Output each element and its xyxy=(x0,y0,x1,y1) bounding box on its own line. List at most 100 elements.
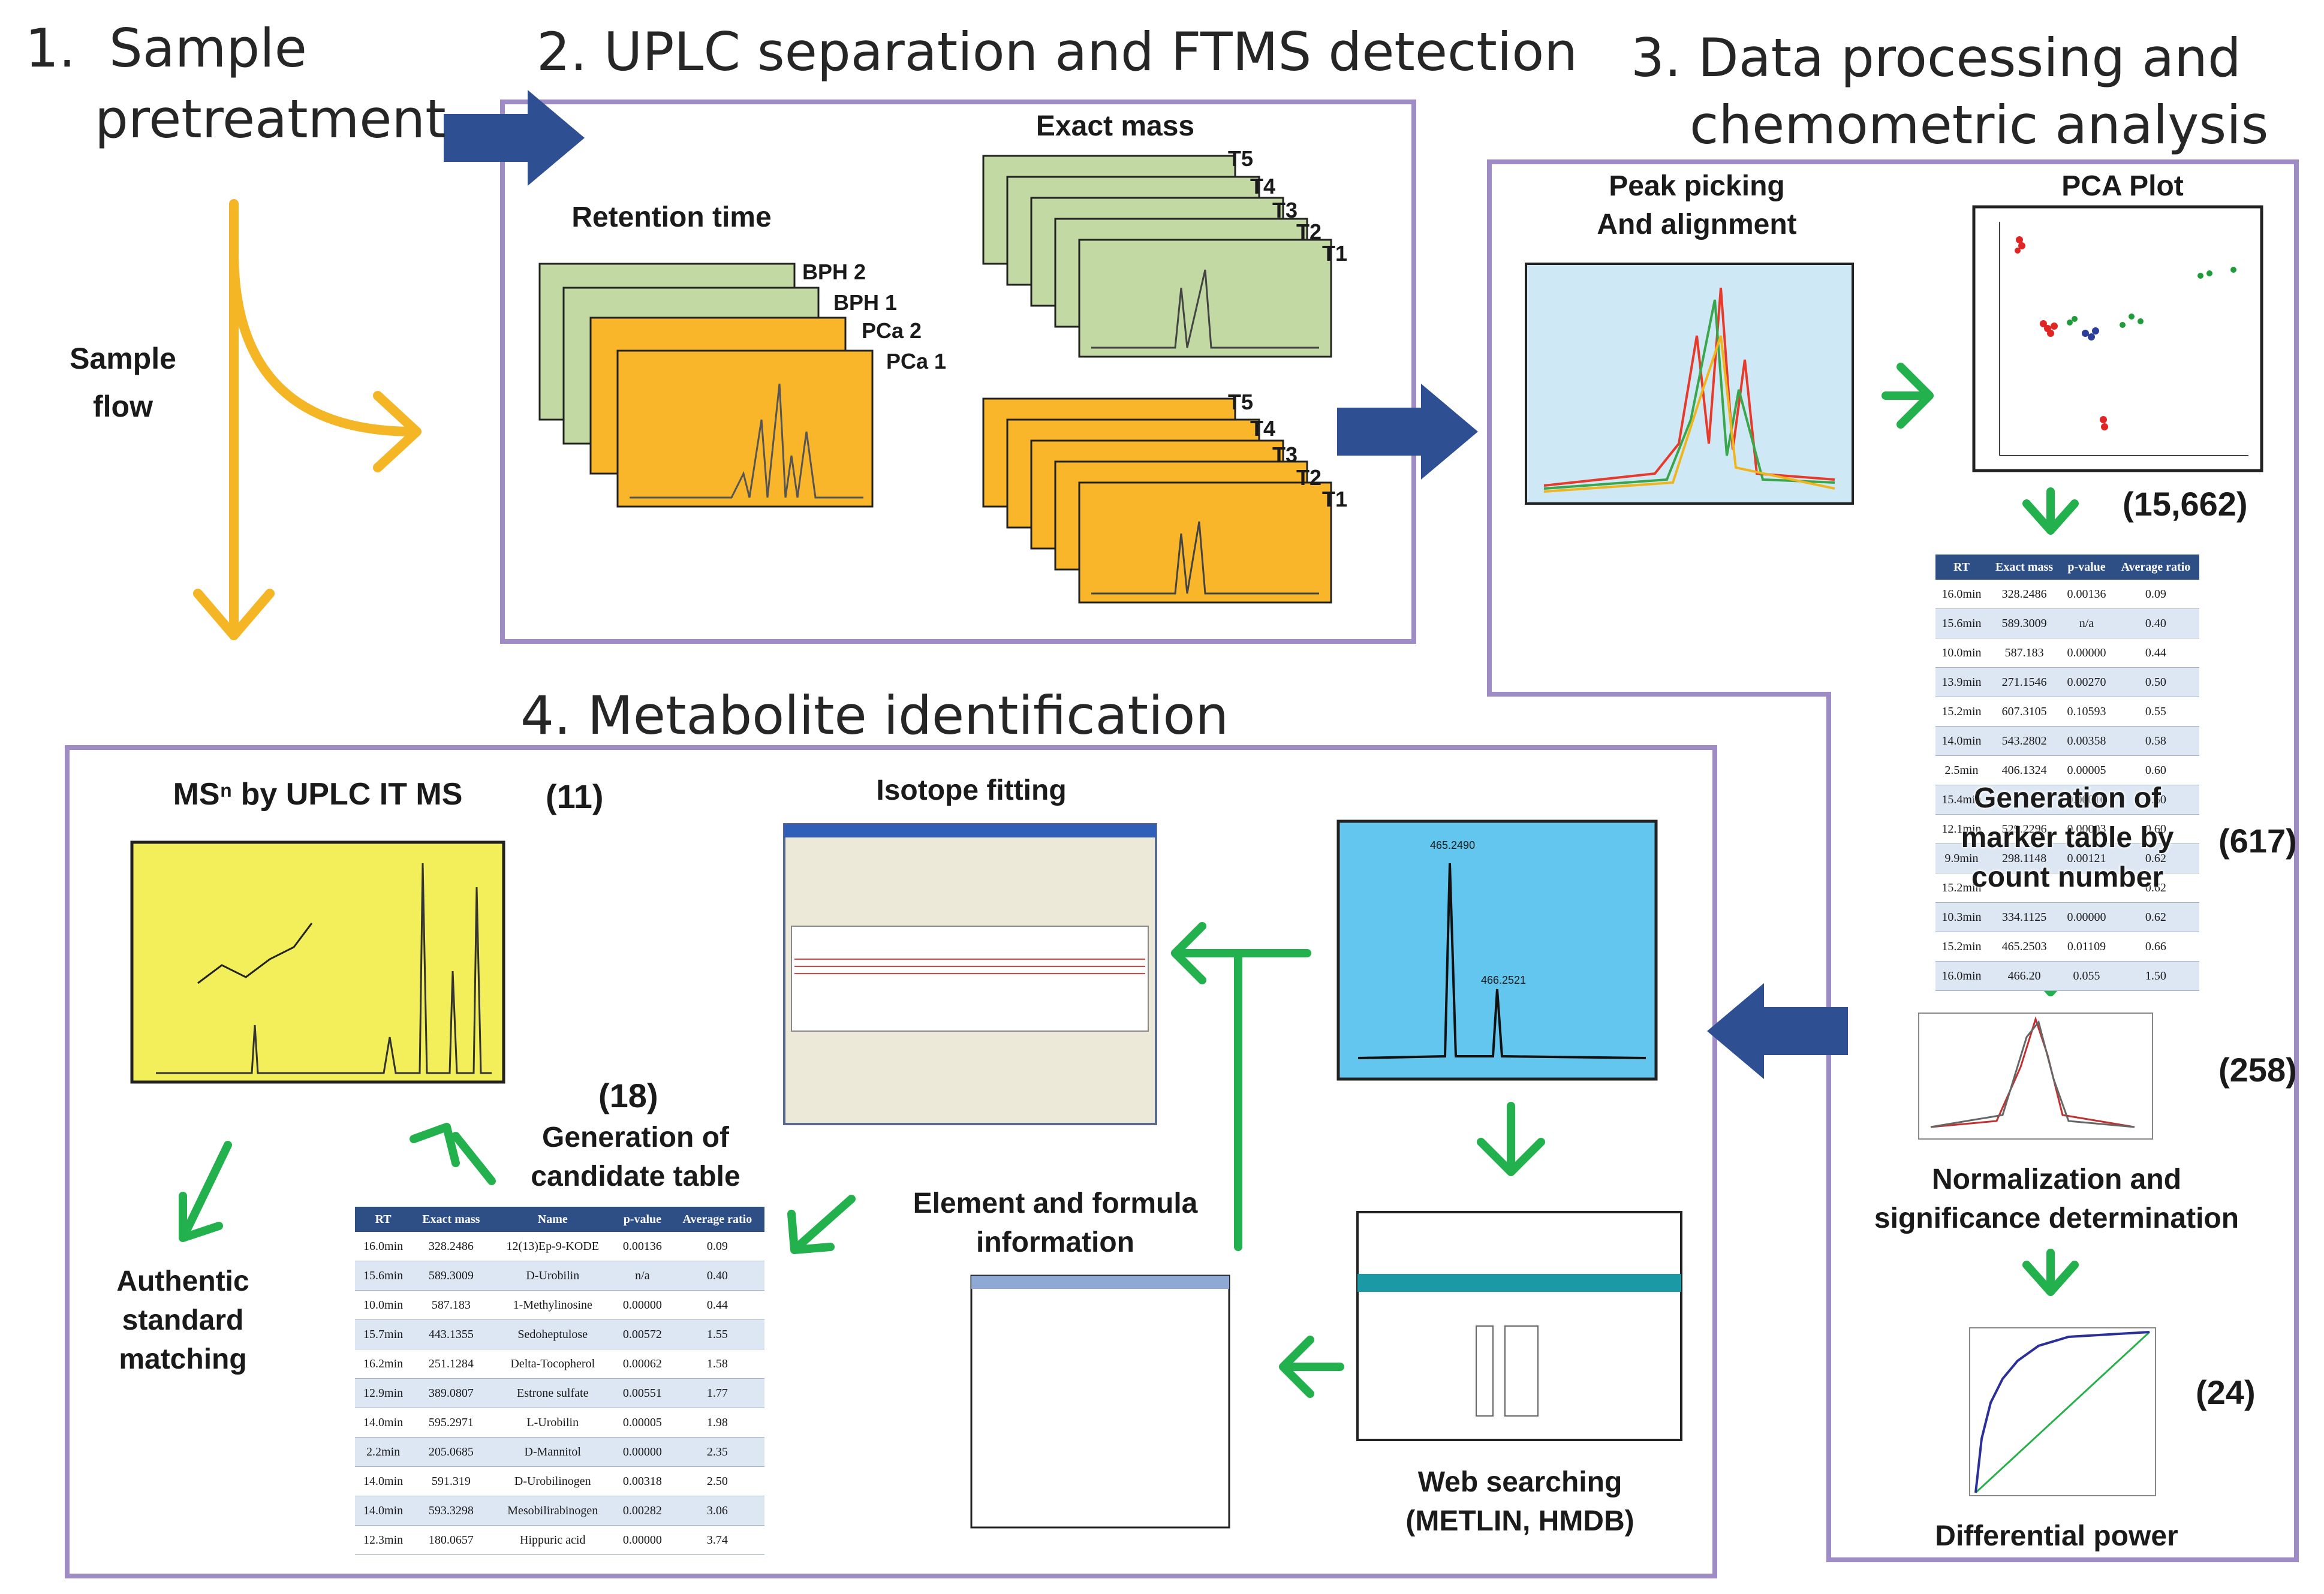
exact-mass-stack-bph xyxy=(982,155,1332,358)
marker-table-cell: 0.55 xyxy=(2112,697,2199,727)
cand-col-pvalue: p-value xyxy=(614,1207,670,1232)
marker-table-cell: 0.00000 xyxy=(2061,638,2112,668)
candidate-table-cell: 1.58 xyxy=(670,1349,764,1379)
cand-col-mass: Exact mass xyxy=(411,1207,491,1232)
marker-table-cell: 0.60 xyxy=(2112,785,2199,815)
marker-table-cell: 2.5min xyxy=(1935,755,1988,785)
marker-table-cell: 0.00136 xyxy=(2061,580,2112,609)
web-searching-label-line1: Web searching xyxy=(1417,1466,1622,1498)
marker-table-cell: 15.2min xyxy=(1935,873,1988,903)
marker-table-cell: 0.00121 xyxy=(2061,843,2112,873)
cand-col-name: Name xyxy=(490,1207,615,1232)
marker-table-cell: 0.055 xyxy=(2061,961,2112,991)
candidate-table-cell: Hippuric acid xyxy=(490,1525,615,1555)
candidate-table-cell: 0.00000 xyxy=(614,1290,670,1320)
msn-spectrum xyxy=(130,840,505,1084)
candidate-table-cell: 1.98 xyxy=(670,1408,764,1438)
candidate-table-cell: 0.44 xyxy=(670,1290,764,1320)
peak-alignment-chart xyxy=(1525,263,1854,505)
marker-table-cell: 0.62 xyxy=(2112,873,2199,903)
candidate-table-cell: 328.2486 xyxy=(411,1232,491,1261)
candidate-table-cell: 0.00318 xyxy=(614,1466,670,1496)
retention-time-label: Retention time xyxy=(571,201,772,233)
marker-table-cell: 0.00005 xyxy=(2061,755,2112,785)
marker-table-cell: 1.50 xyxy=(2112,961,2199,991)
roc-curve xyxy=(1969,1327,2156,1496)
candidate-table-cell: 443.1355 xyxy=(411,1319,491,1349)
chromatogram-label-bph2: BPH 2 xyxy=(802,260,866,284)
candidate-table-cell: 587.183 xyxy=(411,1290,491,1320)
candidate-table: RT Exact mass Name p-value Average ratio… xyxy=(355,1207,764,1555)
step4-frame xyxy=(65,745,1717,1578)
peak-picking-label-line1: Peak picking xyxy=(1609,170,1785,202)
authentic-standard-line1: Authentic xyxy=(116,1265,249,1297)
authentic-standard-line3: matching xyxy=(119,1343,247,1375)
marker-table-cell xyxy=(2061,873,2112,903)
isotope-fitting-label: Isotope fitting xyxy=(876,775,1067,806)
pca-time-t3: T3 xyxy=(1272,442,1298,467)
marker-table-cell: 0.00016 xyxy=(2061,785,2112,815)
normalization-label-line2: significance determination xyxy=(1874,1203,2239,1234)
candidate-table-cell: 0.00062 xyxy=(614,1349,670,1379)
exact-mass-stack-pca xyxy=(982,397,1332,604)
marker-table-cell: 328.2486 xyxy=(1987,580,2061,609)
candidate-table-cell: 15.6min xyxy=(355,1261,412,1291)
count-pca: (15,662) xyxy=(2123,485,2248,523)
marker-table-cell: 271.1546 xyxy=(1987,667,2061,697)
candidate-table-cell: 251.1284 xyxy=(411,1349,491,1379)
candidate-table-cell: 205.0685 xyxy=(411,1437,491,1467)
candidate-table-cell: 0.00000 xyxy=(614,1525,670,1555)
marker-table-cell: 589.3009 xyxy=(1987,608,2061,638)
element-formula-label-line1: Element and formula xyxy=(913,1188,1198,1219)
marker-table-cell: 10.0min xyxy=(1935,638,1988,668)
count-marker: (617) xyxy=(2218,822,2297,860)
candidate-table-cell: 16.2min xyxy=(355,1349,412,1379)
exact-mass-label: Exact mass xyxy=(1035,110,1195,142)
marker-table-cell: 0.00000 xyxy=(2061,902,2112,932)
step1-title-line2: pretreatment xyxy=(95,88,446,150)
bph-time-t2: T2 xyxy=(1296,219,1322,244)
step3-title-line1: 3. Data processing and xyxy=(1631,27,2241,89)
marker-table-cell: 465.2503 xyxy=(1987,932,2061,962)
web-searching-label-line2: (METLIN, HMDB) xyxy=(1405,1505,1634,1537)
marker-table-cell: n/a xyxy=(2061,608,2112,638)
marker-table-cell: 0.09 xyxy=(2112,580,2199,609)
arrow-step1-to-step2 xyxy=(444,90,585,186)
marker-table: RT Exact mass p-value Average ratio 16.0… xyxy=(1935,555,2199,991)
marker-table-cell: 543.2802 xyxy=(1987,726,2061,756)
candidate-table-cell: D-Urobilinogen xyxy=(490,1466,615,1496)
metlin-window xyxy=(1356,1211,1682,1441)
marker-col-mass: Exact mass xyxy=(1987,555,2061,580)
marker-table-cell: 15.4min xyxy=(1935,785,1988,815)
candidate-table-cell: D-Mannitol xyxy=(490,1437,615,1467)
ms-peak-2: 466.2521 xyxy=(1481,974,1527,986)
marker-table-cell: 0.58 xyxy=(2112,726,2199,756)
marker-table-cell: 16.0min xyxy=(1935,961,1988,991)
bph-time-t1: T1 xyxy=(1322,241,1348,266)
candidate-label-line1: Generation of xyxy=(541,1122,730,1153)
marker-table-cell: 607.3105 xyxy=(1987,697,2061,727)
msn-title: MSⁿ by UPLC IT MS xyxy=(173,777,463,812)
marker-col-pvalue: p-value xyxy=(2061,555,2112,580)
candidate-table-cell: 2.35 xyxy=(670,1437,764,1467)
step2-frame xyxy=(500,100,1416,644)
candidate-table-cell: D-Urobilin xyxy=(490,1261,615,1291)
candidate-table-cell: Sedoheptulose xyxy=(490,1319,615,1349)
bph-time-t3: T3 xyxy=(1272,198,1298,222)
candidate-table-cell: 0.00005 xyxy=(614,1408,670,1438)
chromatogram-label-pca1: PCa 1 xyxy=(886,349,947,373)
